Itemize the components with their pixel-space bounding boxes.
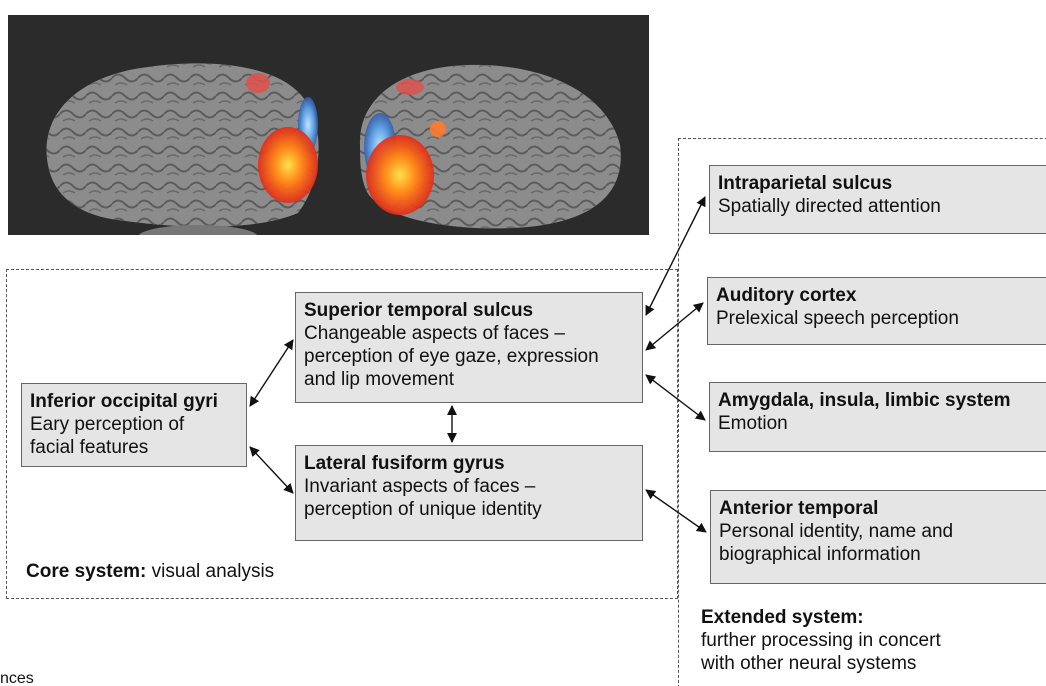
arrow-to-amygdala: [645, 374, 706, 421]
extended-system-label: Extended system: further processing in c…: [701, 606, 941, 675]
node-title: Amygdala, insula, limbic system: [718, 390, 1011, 411]
node-title: Anterior temporal: [719, 498, 879, 519]
core-system-desc: visual analysis: [151, 561, 275, 582]
brain-activation-image: [8, 15, 649, 235]
node-description: Invariant aspects of faces – perception …: [304, 476, 542, 520]
extended-system-title: Extended system:: [701, 607, 864, 628]
node-superior-temporal-sulcus: Superior temporal sulcus Changeable aspe…: [295, 292, 643, 403]
core-system-label: Core system: visual analysis: [26, 560, 274, 583]
node-inferior-occipital-gyri: Inferior occipital gyri Eary perception …: [21, 383, 247, 467]
arrow-to-anterior-temporal: [645, 489, 707, 533]
arrow-to-intraparietal: [645, 196, 706, 316]
node-intraparietal-sulcus: Intraparietal sulcus Spatially directed …: [709, 165, 1046, 234]
node-lateral-fusiform-gyrus: Lateral fusiform gyrus Invariant aspects…: [295, 445, 643, 541]
node-description: Personal identity, name and biographical…: [719, 521, 954, 565]
node-description: Changeable aspects of faces – perception…: [304, 323, 599, 390]
node-anterior-temporal: Anterior temporal Personal identity, nam…: [710, 490, 1046, 584]
node-description: Eary perception of facial features: [30, 414, 185, 458]
core-system-title: Core system:: [26, 561, 147, 582]
node-title: Inferior occipital gyri: [30, 391, 218, 412]
extended-system-desc: further processing in concert with other…: [701, 630, 941, 674]
node-description: Spatially directed attention: [718, 196, 941, 217]
node-title: Auditory cortex: [716, 285, 857, 306]
node-amygdala-insula-limbic: Amygdala, insula, limbic system Emotion: [709, 382, 1046, 452]
core-system-region: [6, 269, 678, 599]
arrow-to-auditory: [645, 302, 704, 351]
node-title: Superior temporal sulcus: [304, 300, 534, 321]
arrow-occipital-superior-temporal: [249, 339, 294, 407]
footer-text-fragment: nces: [0, 670, 34, 686]
node-title: Intraparietal sulcus: [718, 173, 893, 194]
node-title: Lateral fusiform gyrus: [304, 453, 505, 474]
brain-illustration: [46, 63, 621, 235]
node-description: Prelexical speech perception: [716, 308, 959, 329]
node-auditory-cortex: Auditory cortex Prelexical speech percep…: [707, 277, 1046, 345]
node-description: Emotion: [718, 413, 788, 434]
arrow-occipital-fusiform: [249, 446, 294, 494]
